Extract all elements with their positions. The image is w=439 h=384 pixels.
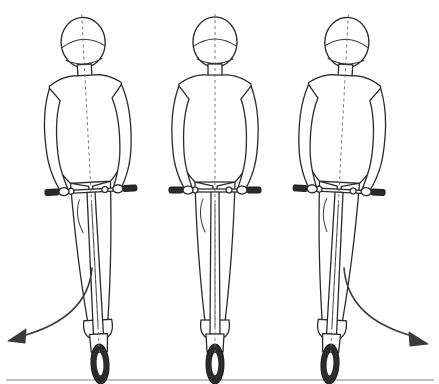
turn-right-arrow-icon xyxy=(344,268,428,346)
turn-left-arrow-icon xyxy=(8,268,92,343)
rider-center-upright xyxy=(169,14,261,384)
rider-right-lean xyxy=(283,12,394,384)
rider-left-lean xyxy=(36,12,147,384)
